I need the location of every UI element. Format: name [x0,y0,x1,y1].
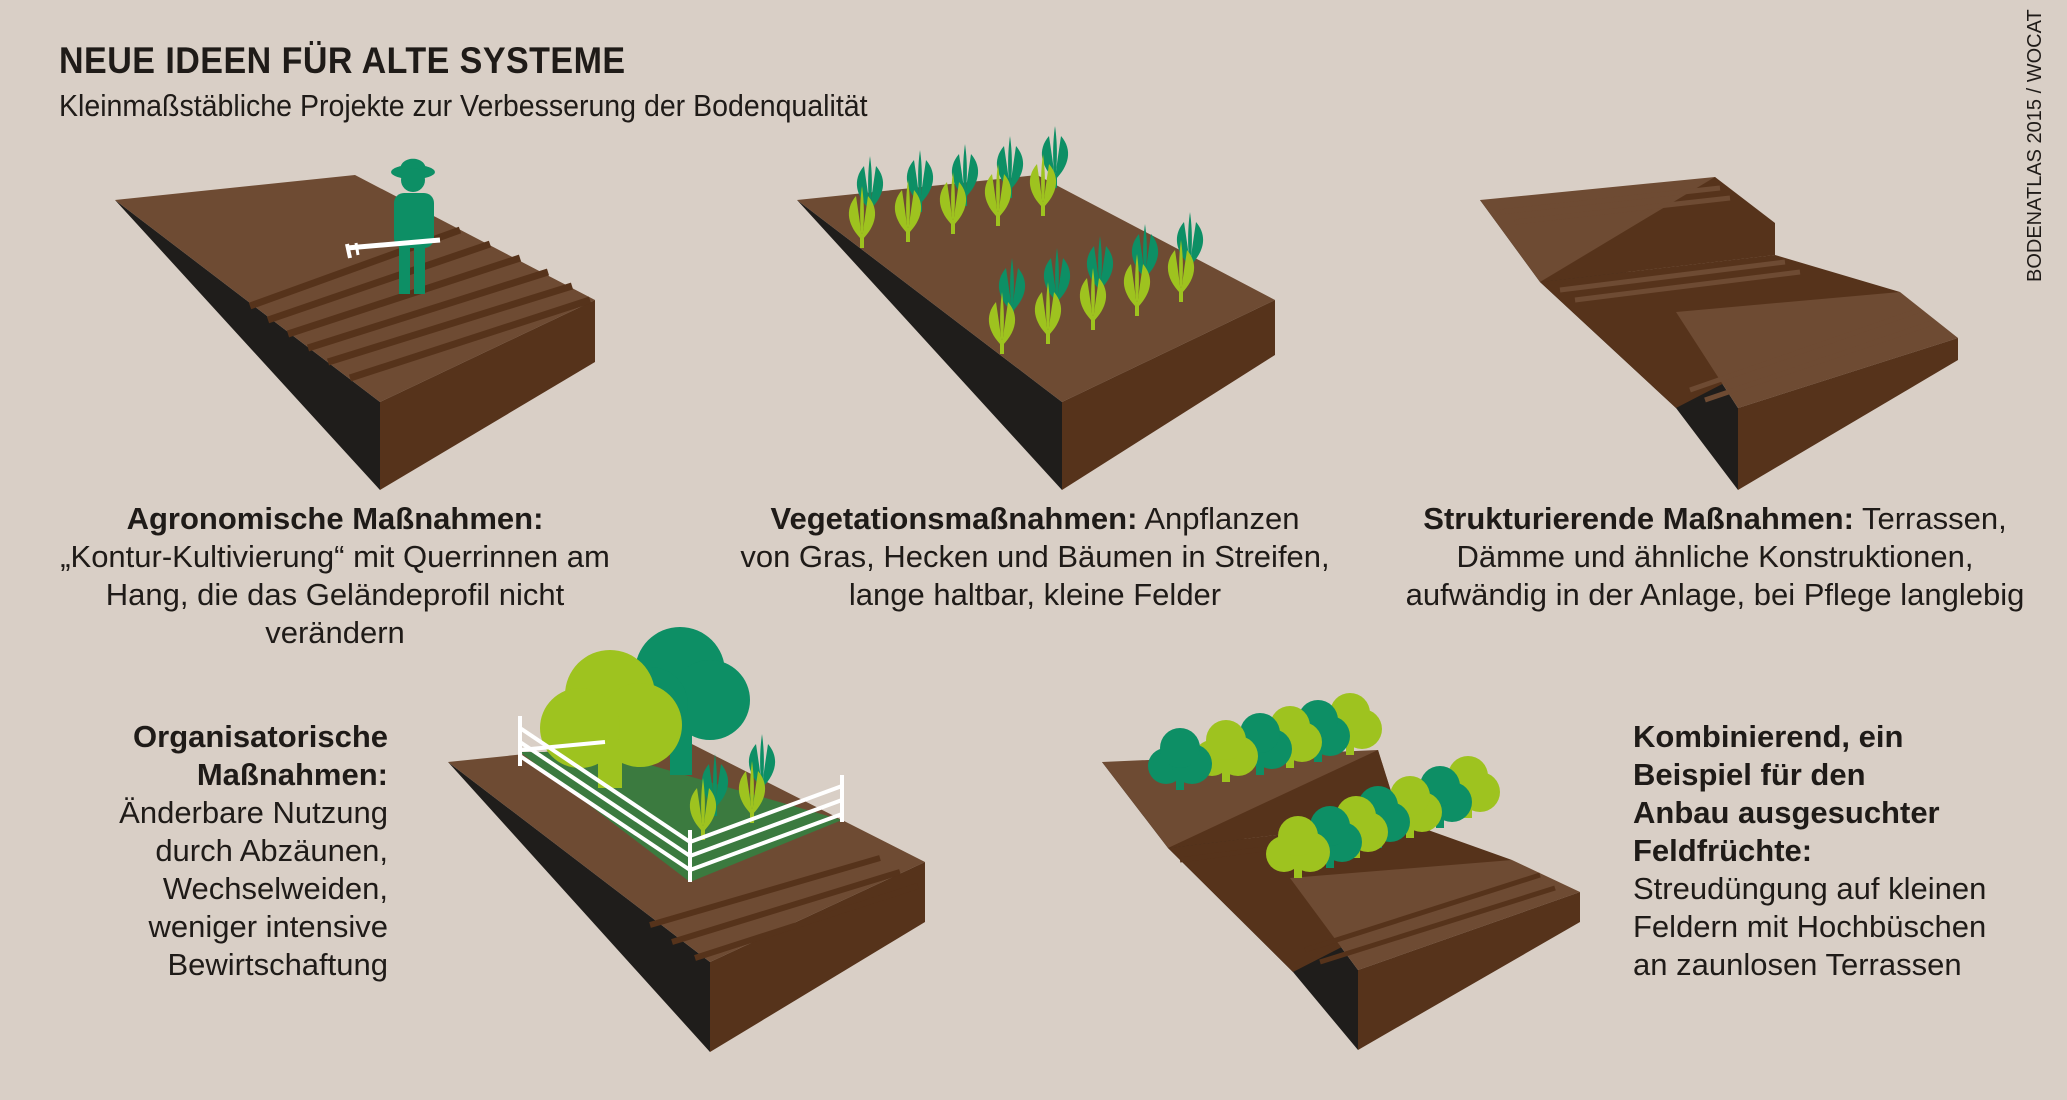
caption-vegetation-heading: Vegetationsmaßnahmen: [770,501,1138,536]
caption-structural-heading: Strukturierende Maßnahmen: [1423,501,1854,536]
caption-agronomic: Agronomische Maßnahmen: „Kontur-Kultivie… [55,500,615,652]
caption-organisational-line5: Bewirtschaftung [167,947,388,982]
caption-agronomic-heading: Agronomische Maßnahmen: [126,501,544,536]
caption-agronomic-line1: „Kontur-Kultivierung“ mit Querrinnen am [60,539,610,574]
caption-structural-line3: aufwändig in der Anlage, bei Pflege lang… [1405,577,2025,612]
vegetation-slope-illustration [797,126,1275,490]
caption-combined-heading3: Anbau ausgesuchter [1633,795,1940,830]
caption-combined-heading1: Kombinierend, ein [1633,719,1904,754]
caption-organisational-line4: weniger intensive [148,909,388,944]
caption-combined: Kombinierend, ein Beispiel für den Anbau… [1633,718,2033,984]
page-title: NEUE IDEEN FÜR ALTE SYSTEME [59,40,626,81]
caption-organisational-line1: Änderbare Nutzung [119,795,388,830]
caption-organisational: Organisatorische Maßnahmen: Änderbare Nu… [60,718,388,984]
caption-organisational-line2: durch Abzäunen, [155,833,388,868]
caption-combined-line2: Feldern mit Hochbüschen [1633,909,1987,944]
caption-organisational-heading1: Organisatorische [133,719,388,754]
caption-vegetation-line3: lange haltbar, kleine Felder [848,577,1222,612]
caption-vegetation-line2: von Gras, Hecken und Bäumen in Streifen, [740,539,1330,574]
caption-agronomic-line2: Hang, die das Geländeprofil nicht veränd… [105,577,565,650]
caption-combined-line1: Streudüngung auf kleinen [1633,871,1987,906]
caption-organisational-line3: Wechselweiden, [162,871,388,906]
farmer-figure [345,158,441,294]
combined-terrace-illustration [1102,693,1580,1050]
caption-combined-heading4: Feldfrüchte: [1633,833,1813,868]
caption-vegetation-line1: Anpflanzen [1137,501,1300,536]
caption-vegetation: Vegetationsmaßnahmen: Anpflanzen von Gra… [740,500,1330,614]
caption-combined-heading2: Beispiel für den [1633,757,1866,792]
caption-combined-line3: an zaunlosen Terrassen [1633,947,1962,982]
agronomic-slope-illustration [115,158,595,490]
terrace-illustration [1480,177,1958,490]
caption-organisational-heading2: Maßnahmen: [196,757,388,792]
page-subtitle: Kleinmaßstäbliche Projekte zur Verbesser… [59,88,868,123]
caption-structural-line1: Terrassen, [1853,501,2007,536]
caption-structural-line2: Dämme und ähnliche Konstruktionen, [1456,539,1974,574]
fence [518,716,844,882]
fenced-pasture-illustration [448,627,925,1052]
caption-structural: Strukturierende Maßnahmen: Terrassen, Dä… [1405,500,2025,614]
